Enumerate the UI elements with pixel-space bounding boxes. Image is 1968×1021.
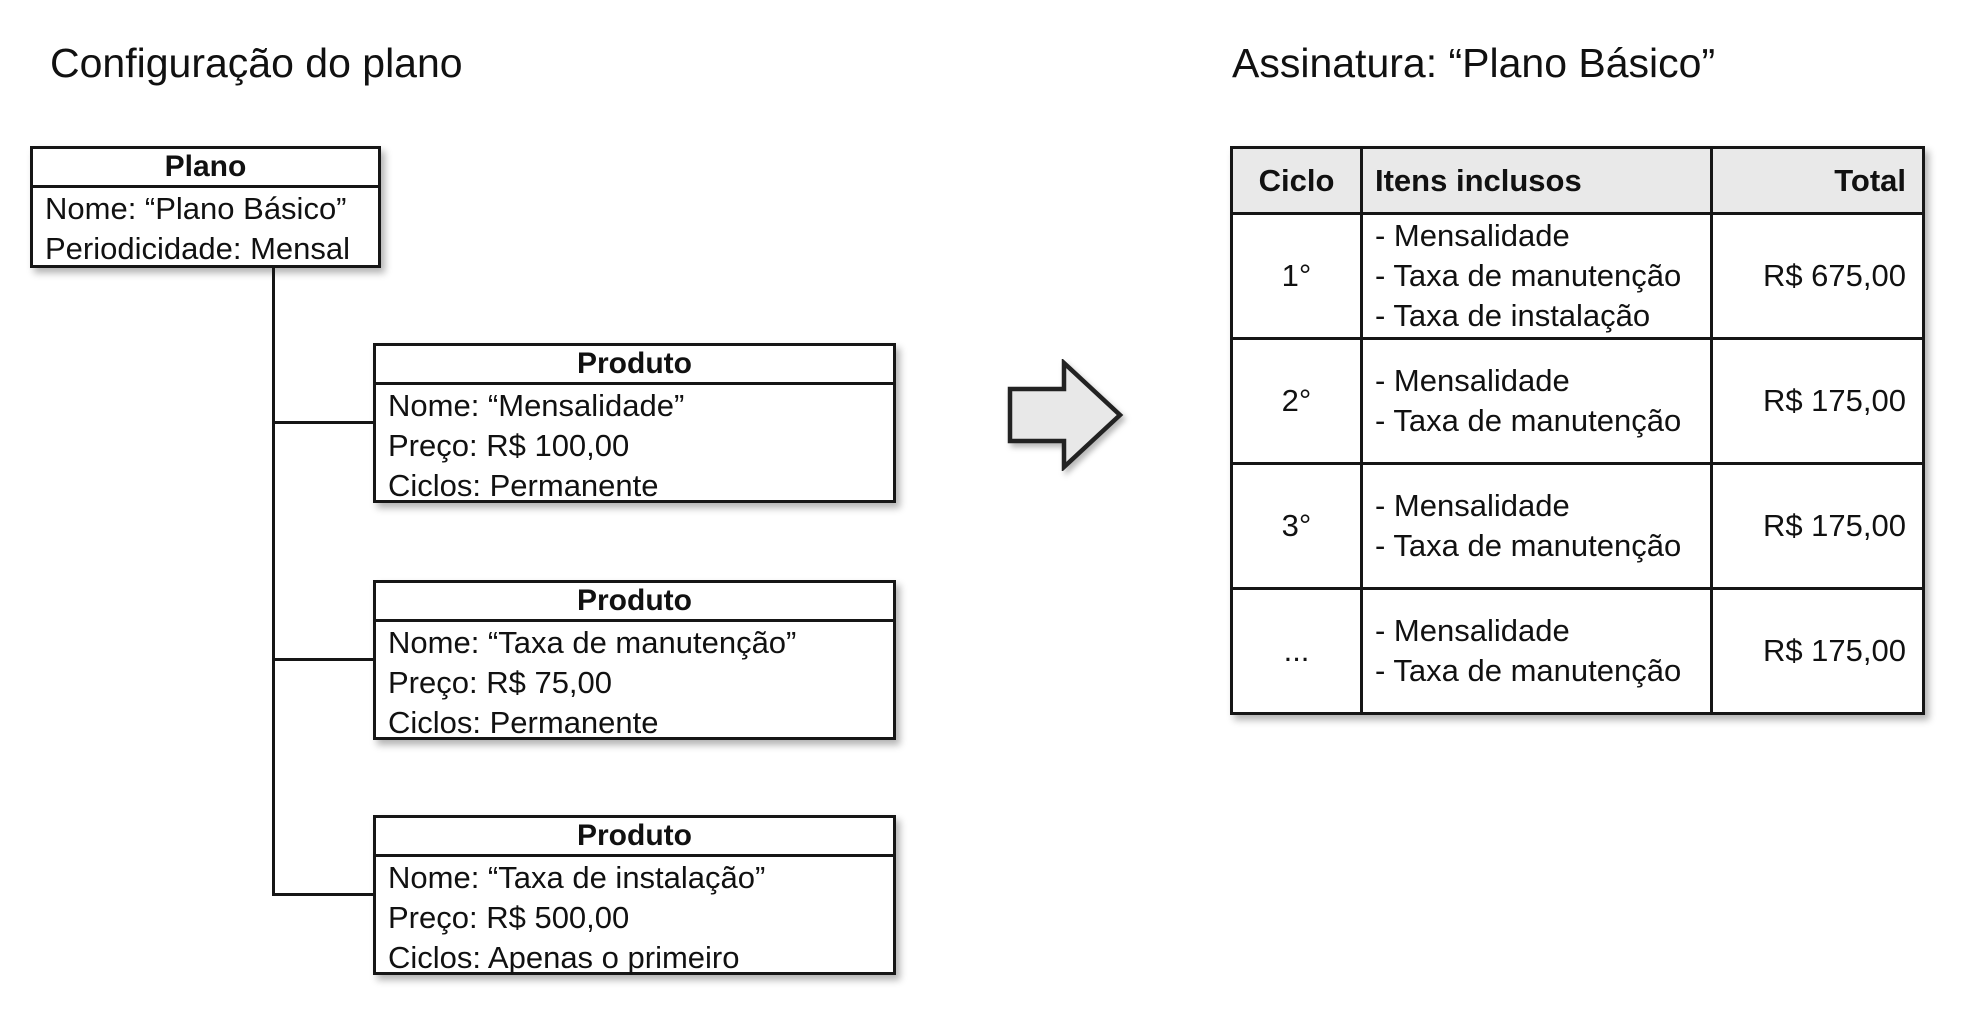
items-cell: - Mensalidade - Taxa de manutenção <box>1360 587 1713 715</box>
plan-name-line: Nome: “Plano Básico” <box>45 191 347 226</box>
column-header-total: Total <box>1710 146 1925 215</box>
product-cycles-line: Ciclos: Permanente <box>388 468 659 503</box>
item-line: - Taxa de manutenção <box>1375 403 1682 438</box>
items-cell: - Mensalidade - Taxa de manutenção <box>1360 337 1713 465</box>
product-price-line: Preço: R$ 75,00 <box>388 665 613 700</box>
cycle-cell: 1° <box>1230 212 1363 340</box>
total-cell: R$ 175,00 <box>1710 587 1925 715</box>
product-name-line: Nome: “Taxa de instalação” <box>388 860 766 895</box>
total-cell: R$ 675,00 <box>1710 212 1925 340</box>
product-node-taxa-manutencao: Produto Nome: “Taxa de manutenção” Preço… <box>373 580 896 740</box>
total-cell: R$ 175,00 <box>1710 462 1925 590</box>
item-line: - Taxa de manutenção <box>1375 258 1682 293</box>
product-node-body: Nome: “Taxa de instalação” Preço: R$ 500… <box>376 857 893 978</box>
items-cell: - Mensalidade - Taxa de manutenção - Tax… <box>1360 212 1713 340</box>
plan-node-body: Nome: “Plano Básico” Periodicidade: Mens… <box>33 188 378 269</box>
plan-periodicity-line: Periodicidade: Mensal <box>45 231 351 266</box>
left-section-title: Configuração do plano <box>50 40 463 86</box>
product-cycles-line: Ciclos: Permanente <box>388 705 659 740</box>
items-cell: - Mensalidade - Taxa de manutenção <box>1360 462 1713 590</box>
cycle-cell: 3° <box>1230 462 1363 590</box>
product-node-body: Nome: “Taxa de manutenção” Preço: R$ 75,… <box>376 622 893 743</box>
table-header-row: Ciclo Itens inclusos Total <box>1230 146 1925 215</box>
table-row: 2° - Mensalidade - Taxa de manutenção R$… <box>1230 337 1925 465</box>
cycle-cell: 2° <box>1230 337 1363 465</box>
product-node-title: Produto <box>376 346 893 385</box>
column-header-ciclo: Ciclo <box>1230 146 1363 215</box>
tree-trunk-line <box>272 265 275 896</box>
product-price-line: Preço: R$ 500,00 <box>388 900 630 935</box>
table-row: ... - Mensalidade - Taxa de manutenção R… <box>1230 587 1925 715</box>
product-name-line: Nome: “Taxa de manutenção” <box>388 625 797 660</box>
item-line: - Mensalidade <box>1375 363 1570 398</box>
item-line: - Mensalidade <box>1375 488 1570 523</box>
item-line: - Taxa de manutenção <box>1375 528 1682 563</box>
product-node-title: Produto <box>376 583 893 622</box>
tree-branch-line-2 <box>272 658 373 661</box>
plan-node: Plano Nome: “Plano Básico” Periodicidade… <box>30 146 381 268</box>
product-node-mensalidade: Produto Nome: “Mensalidade” Preço: R$ 10… <box>373 343 896 503</box>
product-price-line: Preço: R$ 100,00 <box>388 428 630 463</box>
total-cell: R$ 175,00 <box>1710 337 1925 465</box>
tree-branch-line-1 <box>272 421 373 424</box>
subscription-table: Ciclo Itens inclusos Total 1° - Mensalid… <box>1230 146 1925 715</box>
plan-node-title: Plano <box>33 149 378 188</box>
tree-branch-line-3 <box>272 893 373 896</box>
table-row: 3° - Mensalidade - Taxa de manutenção R$… <box>1230 462 1925 590</box>
right-section-title: Assinatura: “Plano Básico” <box>1232 40 1716 86</box>
right-block-arrow-icon <box>1006 357 1126 473</box>
product-cycles-line: Ciclos: Apenas o primeiro <box>388 940 740 975</box>
product-name-line: Nome: “Mensalidade” <box>388 388 685 423</box>
item-line: - Mensalidade <box>1375 613 1570 648</box>
product-node-title: Produto <box>376 818 893 857</box>
item-line: - Taxa de instalação <box>1375 298 1651 333</box>
item-line: - Mensalidade <box>1375 218 1570 253</box>
table-row: 1° - Mensalidade - Taxa de manutenção - … <box>1230 212 1925 340</box>
cycle-cell: ... <box>1230 587 1363 715</box>
product-node-taxa-instalacao: Produto Nome: “Taxa de instalação” Preço… <box>373 815 896 975</box>
product-node-body: Nome: “Mensalidade” Preço: R$ 100,00 Cic… <box>376 385 893 506</box>
column-header-itens: Itens inclusos <box>1360 146 1713 215</box>
item-line: - Taxa de manutenção <box>1375 653 1682 688</box>
